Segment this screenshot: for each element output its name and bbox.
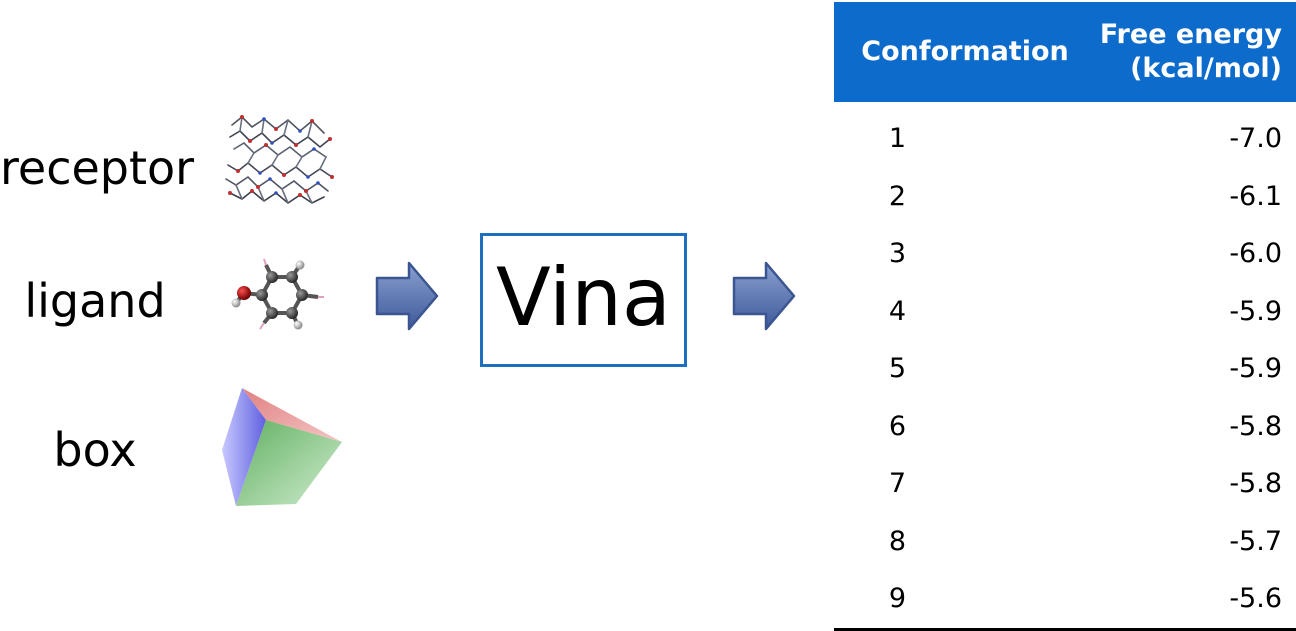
energy-cell: -5.7	[1229, 525, 1282, 557]
conformation-cell: 3	[888, 238, 906, 270]
molecule-icon	[231, 258, 324, 330]
free-energy-header-line2: (kcal/mol)	[1130, 53, 1282, 84]
energy-cell: -5.6	[1096, 570, 1296, 631]
box-label: box	[53, 423, 137, 477]
table-row: 4 -5.9	[834, 283, 1296, 341]
conformation-cell: 6	[888, 410, 906, 442]
energy-cell: -7.0	[1229, 123, 1282, 155]
table-row: 7 -5.8	[834, 455, 1296, 513]
conformation-header: Conformation	[834, 2, 1096, 102]
energy-cell: -5.9	[1229, 295, 1282, 327]
table-row: 5 -5.9	[834, 340, 1296, 398]
conformation-cell: 8	[888, 525, 906, 557]
table-header-row: Conformation Free energy (kcal/mol)	[834, 2, 1296, 102]
conformation-cell: 7	[888, 468, 906, 500]
results-table: Conformation Free energy (kcal/mol) 1 -7…	[834, 2, 1296, 631]
table-row: 1 -7.0	[834, 102, 1296, 168]
ligand-label: ligand	[24, 274, 166, 328]
table-row: 9 -5.6	[834, 570, 1296, 631]
energy-cell: -5.8	[1229, 468, 1282, 500]
conformation-cell: 2	[888, 180, 906, 212]
energy-cell: -6.1	[1229, 180, 1282, 212]
receptor-label: receptor	[0, 141, 195, 195]
conformation-cell: 9	[834, 570, 1096, 631]
table-row: 6 -5.8	[834, 398, 1296, 456]
table-row: 2 -6.1	[834, 168, 1296, 226]
conformation-cell: 1	[888, 123, 906, 155]
energy-cell: -5.9	[1229, 353, 1282, 385]
protein-structure-icon	[225, 115, 334, 204]
vina-engine-box: Vina	[480, 233, 687, 367]
table-row: 8 -5.7	[834, 513, 1296, 571]
conformation-cell: 4	[888, 295, 906, 327]
cube-icon	[222, 388, 342, 506]
free-energy-header: Free energy (kcal/mol)	[1096, 2, 1296, 102]
energy-cell: -6.0	[1229, 238, 1282, 270]
vina-label: Vina	[496, 251, 671, 344]
right-arrow-icon	[732, 261, 796, 331]
free-energy-header-line1: Free energy	[1099, 19, 1282, 50]
table-row: 3 -6.0	[834, 225, 1296, 283]
energy-cell: -5.8	[1229, 410, 1282, 442]
right-arrow-icon	[375, 261, 439, 331]
conformation-cell: 5	[888, 353, 906, 385]
